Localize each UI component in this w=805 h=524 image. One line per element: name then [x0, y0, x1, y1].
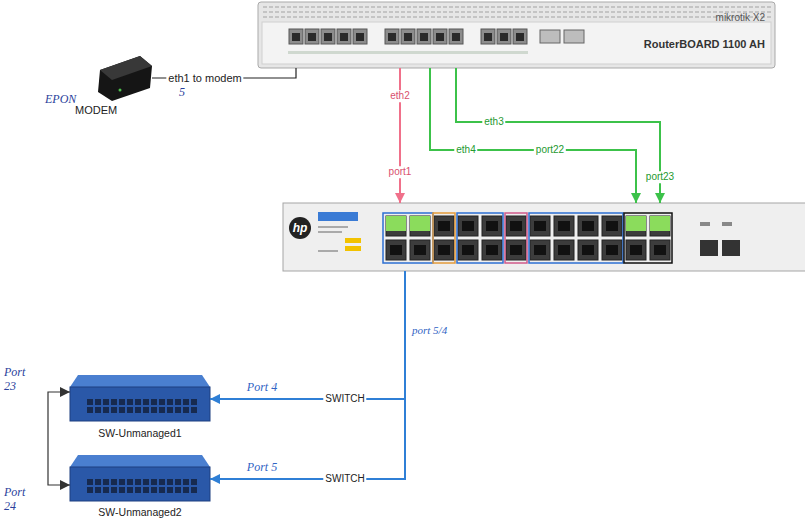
connector-label: SWITCH [323, 473, 366, 485]
active-port [650, 216, 670, 231]
router-body [258, 2, 775, 68]
hp-logo [289, 217, 311, 239]
vlan-frame [457, 213, 503, 263]
cable-connector [456, 68, 660, 203]
router-port-group [480, 28, 528, 46]
vlan-frame [433, 213, 455, 263]
unmanaged-switch-top [70, 375, 210, 387]
device-name: SW-Unmanaged2 [70, 506, 210, 518]
vlan-frame [383, 213, 433, 263]
sfp-port [700, 240, 718, 256]
cable-connector [399, 68, 401, 203]
connector-label: SWITCH [323, 393, 366, 405]
unmanaged-switch-front [70, 467, 210, 501]
vlan-frame [624, 213, 672, 263]
router-vents [262, 5, 771, 20]
active-port [410, 216, 430, 231]
modem-device: EPONMODEM [97, 55, 152, 101]
vlan-frame [505, 213, 527, 263]
cable-connector [48, 392, 70, 485]
connector-label: eth3 [482, 116, 505, 128]
fine-print [318, 226, 348, 228]
port-label: Port 4 [247, 381, 277, 395]
device-name: SW-Unmanaged1 [70, 427, 210, 439]
device-name: MODEM [75, 104, 117, 117]
connector-label: eth4 [454, 144, 477, 156]
router-port-group [288, 28, 368, 46]
cable-connector [210, 271, 405, 399]
port-label: port22 [534, 144, 566, 156]
unmanaged-switch-front [70, 387, 210, 421]
connector-label: eth2 [388, 90, 411, 102]
cable-connector [210, 271, 405, 479]
sfp-slot [564, 30, 584, 43]
hp-switch-body [283, 203, 805, 271]
unmanaged-port-grid [86, 398, 198, 414]
modem-body [98, 56, 152, 101]
router-port-group [384, 28, 464, 46]
router-front [262, 22, 771, 64]
sfp-led [722, 222, 732, 226]
active-port [626, 216, 646, 231]
handwritten-note: EPON [45, 93, 76, 107]
sfp-led [700, 222, 710, 226]
managed-switch: hp [283, 203, 805, 271]
port-label: port 5/4 [412, 324, 447, 337]
port-label: port1 [387, 166, 414, 178]
sfp-port [722, 240, 740, 256]
port-label: Port 23 [4, 366, 34, 394]
status-led [345, 238, 361, 243]
port-label: Port 24 [4, 486, 34, 514]
modem-led [119, 89, 122, 92]
fine-print [318, 250, 338, 252]
port-label: port23 [644, 171, 676, 183]
modem-top [100, 56, 152, 80]
handwritten-note: 5 [179, 86, 185, 100]
model-text: RouterBOARD 1100 AH [644, 38, 765, 51]
router-device: mikrotik X2 RouterBOARD 1100 AH [258, 2, 775, 68]
unmanaged-switch-top [70, 455, 210, 467]
hp-port-grid [384, 214, 672, 262]
router-led-strip [288, 51, 528, 54]
logo-text: hp [290, 218, 310, 238]
brand-text: mikrotik X2 [716, 12, 765, 24]
status-led [345, 246, 361, 251]
unmanaged-switch: SW-Unmanaged1 [70, 375, 210, 423]
cable-connector [430, 68, 636, 203]
fine-print [318, 231, 342, 233]
sfp-slot [540, 30, 560, 43]
unmanaged-port-grid [86, 478, 198, 494]
connector-label: eth1 to modem [166, 72, 243, 85]
port-label: Port 5 [247, 461, 277, 475]
active-port [386, 216, 406, 231]
vlan-frame [529, 213, 623, 263]
hp-label-strip [318, 212, 358, 221]
unmanaged-switch: SW-Unmanaged2 [70, 455, 210, 503]
